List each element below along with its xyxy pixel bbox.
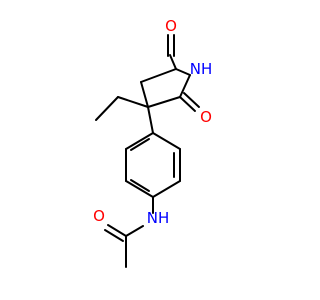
- bond-benzene-3: [152, 180, 181, 198]
- bond-benzene-inner-2: [130, 179, 150, 192]
- bond-c3-benzene: [147, 106, 154, 134]
- bond-c3-ethyl-ch2: [117, 96, 149, 108]
- bond-c2-o-bottom-2: [183, 92, 200, 108]
- bond-benzene-6: [125, 132, 154, 150]
- bond-ring-ch2-c3: [140, 81, 149, 108]
- atom-o-imide-bottom: O: [200, 108, 212, 126]
- atom-n-amide: NH: [147, 209, 170, 227]
- molecule-structure: O NH O NH O: [93, 17, 213, 268]
- bond-benzene-inner-3: [130, 138, 150, 151]
- atom-o-imide-top: O: [165, 17, 177, 35]
- atom-n-imide: NH: [190, 60, 213, 78]
- bond-ring-c3-c2: [147, 96, 181, 108]
- bond-n-amide-carbonyl: [125, 225, 144, 237]
- bond-ring-n-c5-link: [169, 54, 177, 70]
- bond-ring-n-c5: [175, 68, 191, 76]
- bond-c2-o-bottom-1: [179, 96, 196, 112]
- bond-ethyl-ch2-ch3: [95, 96, 119, 121]
- bond-benzene-1: [152, 132, 181, 150]
- bond-benzene-4: [125, 180, 154, 198]
- bond-amide-c-o-1: [107, 224, 127, 237]
- bond-amide-c-o-2: [104, 229, 124, 242]
- bond-ring-c2-n: [179, 74, 191, 98]
- atom-o-amide: O: [93, 207, 105, 225]
- bond-ring-c5-ch2: [140, 68, 177, 83]
